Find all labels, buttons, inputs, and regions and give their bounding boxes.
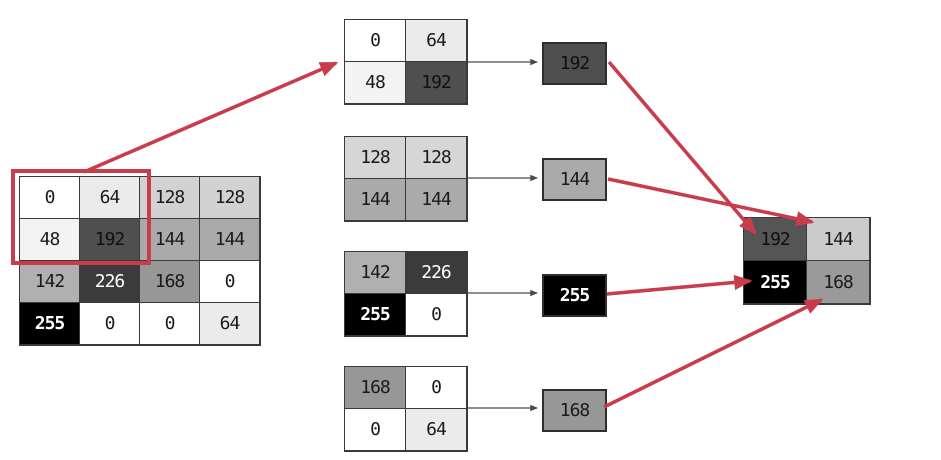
pool1-cell-r0c1: 64	[406, 20, 467, 62]
input-cell-r2c0: 142	[20, 261, 80, 303]
input-cell-r1c0: 48	[20, 219, 80, 261]
pool3-cell-r1c0: 255	[345, 294, 406, 336]
pool1-cell-r0c0: 0	[345, 20, 406, 62]
pooling-window-highlight	[11, 169, 151, 265]
input-cell-r3c0: 255	[20, 303, 80, 345]
input-cell-r3c1: 0	[80, 303, 140, 345]
input-cell-r0c1: 64	[80, 177, 140, 219]
input-cell-r3c3: 64	[200, 303, 260, 345]
pool3-cell-r1c1: 0	[406, 294, 467, 336]
input-cell-r0c3: 128	[200, 177, 260, 219]
input-cell-r3c2: 0	[140, 303, 200, 345]
output-cell-r0c1: 144	[807, 218, 870, 261]
red-arrow-max4-to-output168	[603, 298, 824, 409]
max-value-box-1: 192	[542, 42, 607, 85]
red-arrow-max2-to-output144	[607, 177, 815, 227]
red-arrow-window-to-block1	[83, 61, 339, 174]
input-cell-r2c1: 226	[80, 261, 140, 303]
pool1-cell-r1c1: 192	[406, 62, 467, 104]
output-cell-r1c1: 168	[807, 261, 870, 304]
output-cell-r0c0: 192	[744, 218, 807, 261]
pool2-cell-r1c0: 144	[345, 179, 406, 221]
input-cell-r2c2: 168	[140, 261, 200, 303]
pool-region-block-2: 128 128 144 144	[344, 136, 468, 222]
pool4-cell-r0c0: 168	[345, 367, 406, 409]
pool-region-block-3: 142 226 255 0	[344, 251, 468, 337]
red-arrow-max1-to-output192	[607, 60, 757, 235]
pool4-cell-r1c0: 0	[345, 409, 406, 451]
input-cell-r0c0: 0	[20, 177, 80, 219]
input-cell-r1c1: 192	[80, 219, 140, 261]
max-value-box-2: 144	[542, 158, 607, 201]
output-matrix: 192 144 255 168	[743, 217, 871, 305]
pool2-cell-r0c1: 128	[406, 137, 467, 179]
red-arrow-max3-to-output255	[606, 274, 753, 296]
pool2-cell-r1c1: 144	[406, 179, 467, 221]
pool-region-block-1: 0 64 48 192	[344, 19, 468, 105]
pool4-cell-r1c1: 64	[406, 409, 467, 451]
max-value-box-3: 255	[542, 274, 607, 317]
input-cell-r1c3: 144	[200, 219, 260, 261]
pool-region-block-4: 168 0 0 64	[344, 366, 468, 452]
pool4-cell-r0c1: 0	[406, 367, 467, 409]
input-cell-r2c3: 0	[200, 261, 260, 303]
pool3-cell-r0c1: 226	[406, 252, 467, 294]
max-value-box-4: 168	[542, 389, 607, 432]
pool1-cell-r1c0: 48	[345, 62, 406, 104]
pool2-cell-r0c0: 128	[345, 137, 406, 179]
output-cell-r1c0: 255	[744, 261, 807, 304]
pool3-cell-r0c0: 142	[345, 252, 406, 294]
